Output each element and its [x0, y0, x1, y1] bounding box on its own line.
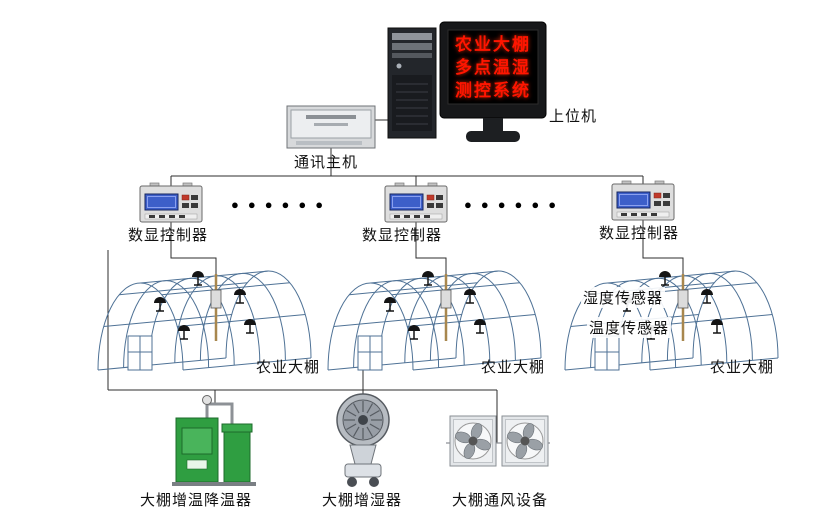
host-computer — [387, 21, 547, 142]
label-greenhouse-2: 农业大棚 — [481, 359, 546, 376]
fan-grille-icon — [344, 401, 382, 439]
wheel-icon — [369, 477, 379, 487]
controller-3 — [611, 180, 675, 221]
monitor-text-line-2: 多点温湿 — [455, 57, 531, 77]
label-greenhouse-3: 农业大棚 — [710, 359, 775, 376]
label-controller-3: 数显控制器 — [599, 225, 680, 242]
label-humidity-sensor: 湿度传感器 — [581, 287, 666, 308]
monitor-screen-text: 农业大棚 多点温湿 测控系统 — [448, 30, 538, 104]
ventilation-fan-1 — [449, 415, 497, 467]
controller-1 — [139, 182, 203, 223]
monitor-base — [466, 131, 520, 142]
label-humidifier: 大棚增湿器 — [322, 492, 403, 509]
label-ventilation: 大棚通风设备 — [452, 492, 549, 509]
power-button-icon — [396, 63, 402, 69]
controller-2 — [384, 182, 448, 223]
label-heater-cooler: 大棚增温降温器 — [140, 492, 253, 509]
label-comm-host: 通讯主机 — [294, 154, 359, 171]
connection-lines — [107, 119, 684, 443]
ventilation-device — [446, 415, 550, 467]
heater-cooler-device — [172, 395, 256, 486]
ellipsis-dots-right: ●●●●●● — [464, 197, 566, 212]
label-host-pc: 上位机 — [549, 108, 598, 125]
communication-host-device — [286, 105, 376, 149]
ventilation-fan-2 — [501, 415, 549, 467]
gauge-icon — [202, 395, 212, 405]
monitor-text-line-1: 农业大棚 — [455, 34, 531, 54]
label-controller-1: 数显控制器 — [128, 227, 209, 244]
humidifier-device — [336, 393, 390, 487]
ellipsis-dots-left: ●●●●●● — [231, 197, 333, 212]
monitor-screen — [447, 29, 539, 105]
monitor-neck — [483, 118, 503, 131]
label-temperature-sensor: 温度传感器 — [587, 317, 672, 338]
wheel-icon — [347, 477, 357, 487]
label-controller-2: 数显控制器 — [362, 227, 443, 244]
label-greenhouse-1: 农业大棚 — [256, 359, 321, 376]
monitor-text-line-3: 测控系统 — [455, 80, 531, 100]
